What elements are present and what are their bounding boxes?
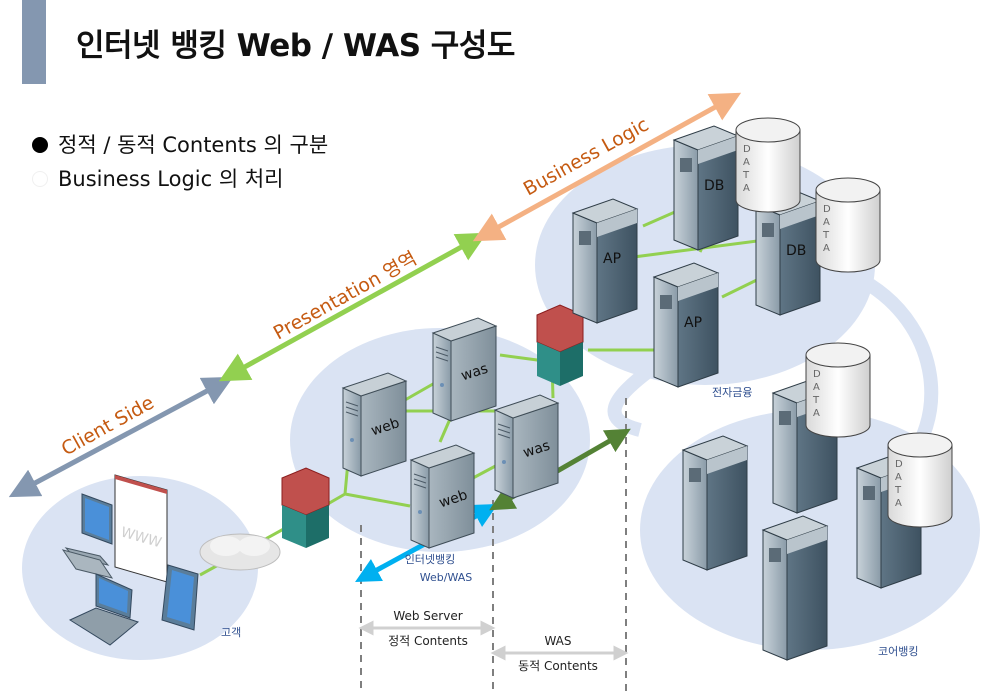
was-server-2: was <box>493 394 560 499</box>
laptop-icon <box>68 573 140 646</box>
ap-server-2: AP <box>652 262 720 388</box>
data-label-char: A <box>895 498 902 509</box>
data-label-char: A <box>823 243 830 254</box>
zone-label-ib-line1: 인터넷뱅킹 <box>405 553 456 566</box>
client-side-arrow <box>8 376 234 498</box>
server-label: DB <box>704 178 724 194</box>
bullet-list: 정적 / 동적 Contents 의 구분 Business Logic 의 처… <box>32 128 328 196</box>
data-label-char: A <box>743 183 750 194</box>
browser-window-icon: WWW <box>114 474 168 583</box>
business-logic-arrow <box>472 92 742 242</box>
presentation-arrow <box>218 232 488 382</box>
tablet-icon <box>161 564 199 631</box>
data-label-char: D <box>895 459 903 470</box>
server-label: AP <box>684 315 702 331</box>
data-label-char: A <box>895 472 902 483</box>
desktop-monitor-icon <box>61 493 114 579</box>
data-label-char: D <box>743 144 751 155</box>
data-label-char: T <box>822 230 830 241</box>
title-accent-bar <box>22 0 46 84</box>
web-server-range-sub: 정적 Contents <box>388 634 468 648</box>
page-title: 인터넷 뱅킹 Web / WAS 구성도 <box>76 28 515 64</box>
bullet-empty-icon <box>32 171 48 187</box>
ap-server-1: AP <box>571 198 639 324</box>
bullet-item: 정적 / 동적 Contents 의 구분 <box>32 128 328 162</box>
server-label: DB <box>786 243 806 259</box>
firewall-icon-rear <box>536 304 584 386</box>
data-label-char: D <box>823 204 831 215</box>
firewall-icon-front <box>281 467 330 548</box>
web-server-1: web <box>341 372 408 477</box>
data-label-char: T <box>812 395 820 406</box>
data-label-char: T <box>894 485 902 496</box>
bullet-item: Business Logic 의 처리 <box>32 162 328 196</box>
zone-label-ib-line2: Web/WAS <box>420 571 472 584</box>
bullet-text: Business Logic 의 처리 <box>58 167 284 191</box>
core-server-3 <box>761 515 829 661</box>
server-label: AP <box>603 251 621 267</box>
web-server-range-title: Web Server <box>393 609 462 623</box>
presentation-label: Presentation 영역 <box>270 247 421 344</box>
internet-cloud-icon <box>199 533 281 571</box>
data-label-char: A <box>813 408 820 419</box>
was-server-1: was <box>431 317 498 422</box>
data-label-char: T <box>742 170 750 181</box>
core-server-1 <box>681 435 749 571</box>
data-label-char: D <box>813 369 821 380</box>
zone-label-e-finance: 전자금융 <box>712 386 752 399</box>
data-label-char: A <box>823 217 830 228</box>
db-server-1: DB <box>672 125 740 251</box>
web-server-2: web <box>409 444 476 549</box>
zone-label-core-banking: 코어뱅킹 <box>878 645 918 658</box>
data-label-char: A <box>813 382 820 393</box>
data-label-char: A <box>743 157 750 168</box>
bullet-text: 정적 / 동적 Contents 의 구분 <box>58 133 329 157</box>
was-range-title: WAS <box>544 634 571 648</box>
zone-label-customer: 고객 <box>221 626 241 639</box>
was-range-sub: 동적 Contents <box>518 659 598 673</box>
bullet-filled-icon <box>32 137 48 153</box>
client-devices: WWW <box>61 474 199 646</box>
